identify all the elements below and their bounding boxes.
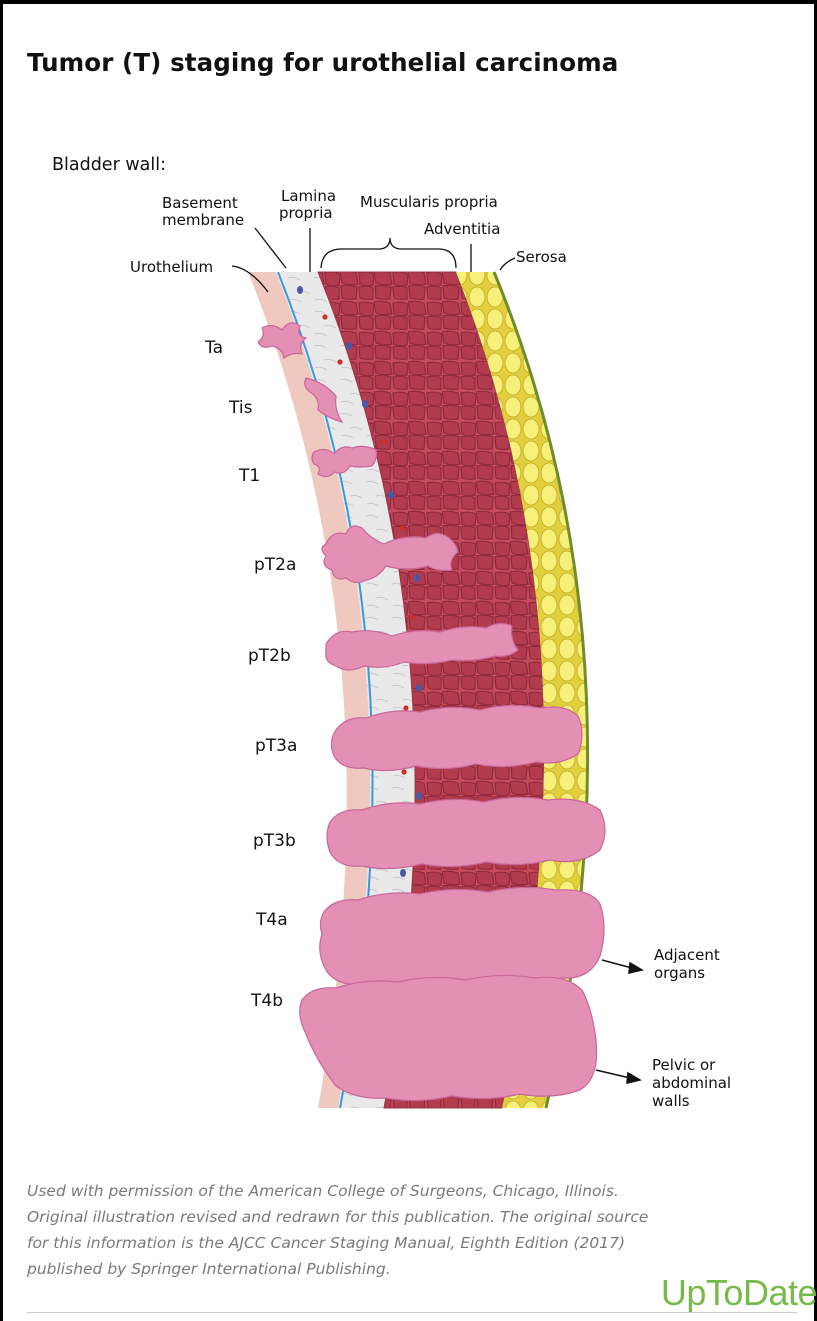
stage-pt3a-label: pT3a (255, 736, 297, 756)
adventitia-label: Adventitia (424, 220, 500, 238)
pelvic-walls-label-2: abdominal (652, 1074, 731, 1092)
pelvic-walls-label-3: walls (652, 1092, 690, 1110)
footer-divider (27, 1312, 797, 1313)
stage-pt2a-label: pT2a (254, 555, 296, 575)
basement-membrane-label-1: Basement (162, 194, 238, 212)
stage-ta-label: Ta (204, 338, 223, 358)
lamina-propria-label-2: propria (279, 204, 333, 222)
adjacent-organs-label-2: organs (654, 964, 705, 982)
outgoing-arrows (596, 960, 642, 1083)
stage-t4a-label: T4a (255, 910, 288, 930)
lamina-propria-label-1: Lamina (281, 187, 336, 205)
basement-membrane-label-2: membrane (162, 211, 244, 229)
tumor-t4b (300, 975, 597, 1100)
adjacent-organs-label-1: Adjacent (654, 946, 720, 964)
bladder-wall-label: Bladder wall: (52, 155, 166, 175)
muscularis-propria-label: Muscularis propria (360, 193, 498, 211)
stage-t4b-label: T4b (250, 991, 283, 1011)
tumor-t4a (320, 887, 604, 986)
uptodate-logo: UpToDate (661, 1272, 817, 1314)
caption-line: Used with permission of the American Col… (27, 1178, 787, 1204)
caption-line: Original illustration revised and redraw… (27, 1204, 787, 1230)
urothelium-label: Urothelium (130, 258, 213, 276)
stage-pt3b-label: pT3b (253, 831, 296, 851)
figure-caption: Used with permission of the American Col… (27, 1178, 787, 1282)
stage-tis-label: Tis (228, 398, 253, 418)
caption-line: for this information is the AJCC Cancer … (27, 1230, 787, 1256)
stage-pt2b-label: pT2b (248, 646, 291, 666)
pelvic-walls-label-1: Pelvic or (652, 1056, 716, 1074)
stage-t1-label: T1 (238, 466, 260, 486)
tumor-pt3b (327, 797, 605, 868)
serosa-label: Serosa (516, 248, 567, 266)
